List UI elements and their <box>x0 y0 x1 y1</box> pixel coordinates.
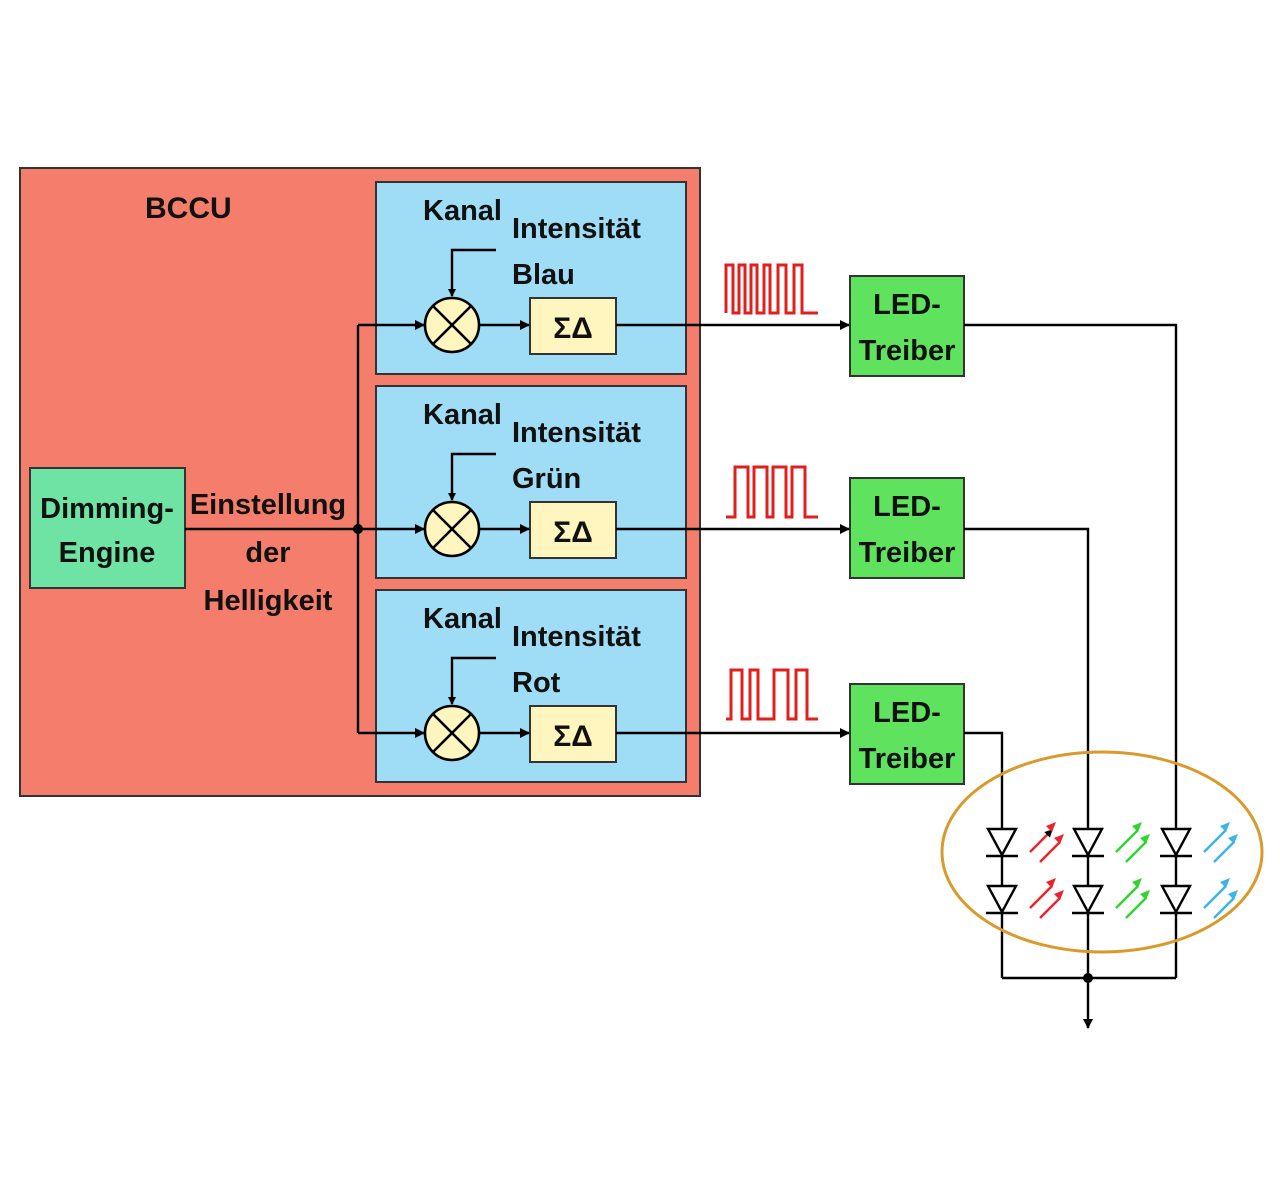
led-red-1 <box>985 827 1061 863</box>
pulse-train-blue <box>724 263 818 315</box>
sigma-delta-modulator <box>529 501 617 559</box>
pulse-train-red <box>726 668 818 721</box>
sigma-delta-label: ΣΔ <box>553 516 593 549</box>
sigma-delta-modulator <box>529 705 617 763</box>
led-blue-2 <box>1159 884 1235 919</box>
channel-title: Kanal <box>423 195 502 227</box>
pulse-train-green <box>726 465 818 519</box>
multiplier-green <box>423 500 481 558</box>
channel-red: Kanal Intensität Rot ΣΔ <box>375 589 687 783</box>
sigma-delta-label: ΣΔ <box>553 720 593 753</box>
driver-label-line2: Treiber <box>859 537 956 569</box>
led-driver-green: LED- Treiber <box>849 477 965 579</box>
channel-title: Kanal <box>423 399 502 431</box>
channel-color-label: Rot <box>512 667 561 699</box>
sigma-delta-label: ΣΔ <box>553 312 593 345</box>
channel-intensity-label: Intensität <box>512 621 641 653</box>
channel-color-label: Grün <box>512 463 581 495</box>
led-green-2 <box>1071 884 1147 919</box>
channel-green: Kanal Intensität Grün ΣΔ <box>375 385 687 579</box>
led-blue-1 <box>1159 827 1235 863</box>
brightness-label-line1: Einstellung <box>190 489 346 521</box>
channel-blue: Kanal Intensität Blau ΣΔ <box>375 181 687 375</box>
channel-intensity-label: Intensität <box>512 417 641 449</box>
dimming-engine-label-line1: Dimming- <box>40 493 174 525</box>
light-ray-arrowheads <box>1046 822 1238 900</box>
driver-output-blue <box>964 323 1178 978</box>
bccu-title: BCCU <box>145 192 232 225</box>
driver-label-line1: LED- <box>873 289 941 321</box>
driver-label-line1: LED- <box>873 491 941 523</box>
multiplier-red <box>423 704 481 762</box>
led-driver-red: LED- Treiber <box>849 683 965 785</box>
led-driver-blue: LED- Treiber <box>849 275 965 377</box>
brightness-label-line2: der <box>245 537 290 569</box>
channel-intensity-label: Intensität <box>512 213 641 245</box>
led-green-1 <box>1071 827 1147 863</box>
intensity-arrow-green <box>448 452 496 501</box>
led-group-outline <box>940 750 1264 954</box>
channel-title: Kanal <box>423 603 502 635</box>
driver-label-line2: Treiber <box>859 335 956 367</box>
channel-color-label: Blau <box>512 259 575 291</box>
dimming-engine-block <box>29 467 186 589</box>
driver-label-line1: LED- <box>873 697 941 729</box>
intensity-arrow-red <box>448 656 496 705</box>
brightness-label-line3: Helligkeit <box>204 585 333 617</box>
sigma-delta-modulator <box>529 297 617 355</box>
intensity-arrow-blue <box>448 248 496 297</box>
multiplier-blue <box>423 296 481 354</box>
led-red-2 <box>985 884 1061 919</box>
driver-label-line2: Treiber <box>859 743 956 775</box>
dimming-engine-label-line2: Engine <box>59 537 156 569</box>
